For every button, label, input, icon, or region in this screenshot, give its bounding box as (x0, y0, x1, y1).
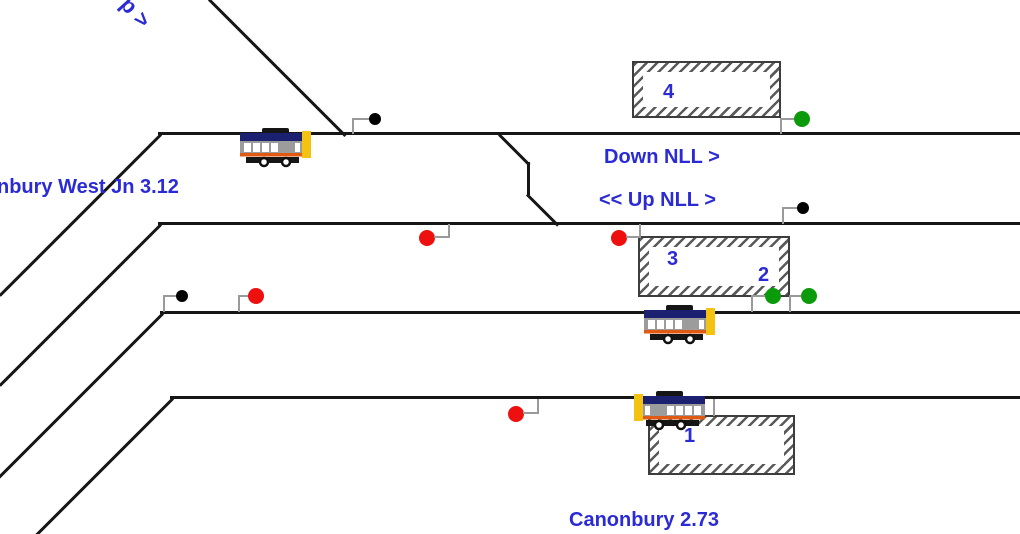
platform-4-box (632, 61, 781, 118)
track-platform2-line (160, 311, 1020, 314)
signal-down-nll-west[interactable] (369, 113, 381, 125)
platform-3-label: 3 (667, 248, 679, 270)
signal-bracket (780, 118, 782, 134)
track-up-nll-left-diagonal (0, 223, 163, 387)
train-platform-1[interactable] (633, 391, 705, 431)
signal-bracket (352, 119, 354, 134)
signal-bracket (780, 118, 796, 120)
signal-platform-1[interactable] (508, 406, 524, 422)
platform-3-inner (649, 247, 779, 286)
signal-bracket (163, 296, 165, 312)
signal-up-nll-east[interactable] (797, 202, 809, 214)
up-nll-label: << Up NLL > (599, 189, 716, 211)
up-route-label: p > (115, 0, 156, 33)
signal-bracket (751, 295, 753, 312)
signal-bracket (537, 399, 539, 413)
platform-3-box (638, 236, 790, 297)
platform-1-track-connector (713, 399, 715, 416)
signal-up-nll-mid[interactable] (419, 230, 435, 246)
canonbury-west-jn-label: nbury West Jn 3.12 (0, 176, 179, 198)
signal-bracket (238, 295, 251, 297)
track-platform2-left-diagonal (0, 312, 165, 479)
signal-bracket (523, 412, 539, 414)
crossover-segment-middle (527, 162, 530, 195)
track-down-nll (158, 132, 1020, 135)
platform-1-box (648, 415, 795, 475)
signal-bracket (434, 236, 450, 238)
track-up-branch-diagonal (207, 0, 347, 138)
track-up-nll (158, 222, 1020, 225)
signal-track-3-west-a[interactable] (176, 290, 188, 302)
signal-bracket (782, 208, 784, 224)
signal-track-3-west-b[interactable] (248, 288, 264, 304)
train-down-nll[interactable] (240, 128, 312, 168)
signal-bracket (639, 224, 641, 238)
signal-up-nll-platform-3[interactable] (611, 230, 627, 246)
signal-bracket (751, 295, 767, 297)
signal-bracket (782, 207, 798, 209)
canonbury-label: Canonbury 2.73 (569, 509, 720, 531)
platform-1-label: 1 (684, 425, 696, 447)
track-platform1-line (170, 396, 1020, 399)
signal-platform-4-east[interactable] (794, 111, 810, 127)
platform-4-label: 4 (663, 81, 675, 103)
signal-bracket (789, 295, 803, 297)
signal-platform-2-east-a[interactable] (765, 288, 781, 304)
track-down-nll-left-diagonal (0, 133, 163, 297)
signal-platform-2-east-b[interactable] (801, 288, 817, 304)
signal-bracket (448, 224, 450, 238)
signal-bracket (789, 295, 791, 312)
signal-bracket (352, 118, 370, 120)
signal-bracket (238, 296, 240, 312)
platform-2-label: 2 (758, 264, 770, 286)
crossover-segment-upper (497, 133, 531, 166)
train-platform-2[interactable] (644, 305, 716, 345)
platform-1-inner (659, 426, 784, 464)
down-nll-label: Down NLL > (604, 146, 720, 168)
track-platform1-left-diagonal (30, 397, 175, 534)
signal-bracket (163, 295, 178, 297)
signal-bracket (626, 236, 641, 238)
platform-4-inner (643, 72, 770, 107)
